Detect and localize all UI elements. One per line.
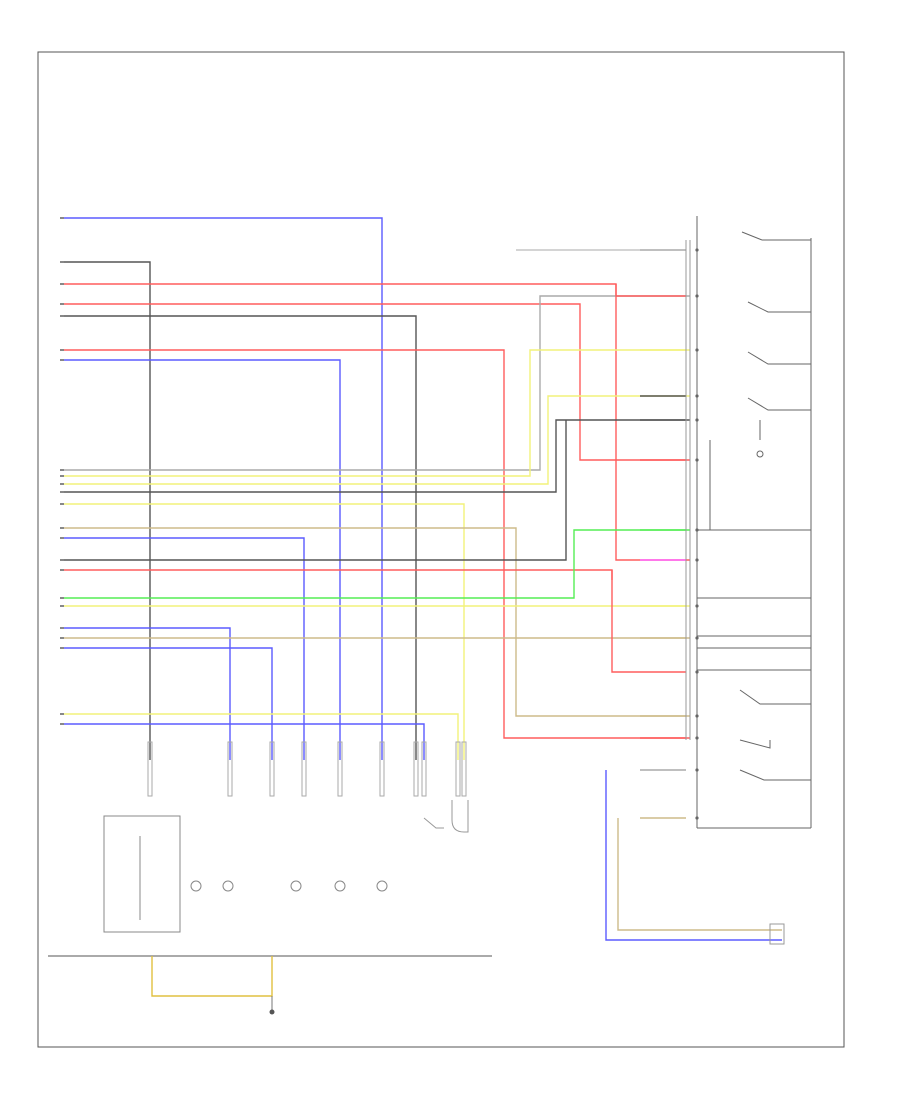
- lamp-2: [222, 880, 234, 892]
- left-wire-23: [62, 723, 425, 760]
- left-wire-5: [62, 315, 417, 760]
- lamp-5: [376, 880, 388, 892]
- left-pin-2: [60, 261, 64, 263]
- switch-contact-2: [747, 301, 811, 313]
- left-pin-13: [60, 527, 64, 529]
- lamp-1: [190, 880, 202, 892]
- left-wire-14: [62, 537, 305, 760]
- left-wire-4: [62, 303, 690, 461]
- left-wire-1: [62, 217, 383, 760]
- left-wire-3: [62, 283, 690, 561]
- left-pin-18: [60, 605, 64, 607]
- left-pin-10: [60, 483, 64, 485]
- left-pin-20: [60, 637, 64, 639]
- left-wire-7: [62, 359, 341, 760]
- relay-box: [103, 815, 181, 933]
- left-wire-16: [62, 569, 613, 580]
- left-pin-16: [60, 569, 64, 571]
- ground-jumper: [151, 956, 273, 997]
- connector-plug-5: [337, 741, 343, 797]
- left-wire-6: [62, 349, 690, 739]
- left-wire-10: [62, 395, 690, 485]
- left-wire-8: [62, 295, 690, 471]
- left-wire-12: [62, 503, 465, 760]
- left-pin-15: [60, 559, 64, 561]
- bottom-right-connector: [605, 770, 785, 945]
- headlight-shape: [451, 800, 469, 833]
- red-jumper-b: [611, 570, 640, 673]
- switch-contact-6: [739, 739, 771, 749]
- left-pin-17: [60, 597, 64, 599]
- left-pin-11: [60, 491, 64, 493]
- left-pin-4: [60, 303, 64, 305]
- bottom-connector-body: [769, 923, 785, 945]
- left-pin-23: [60, 723, 64, 725]
- bottom-blue-wire: [605, 770, 782, 941]
- left-pin-19: [60, 627, 64, 629]
- switch-contact-5: [739, 689, 811, 705]
- connector-plug-4: [301, 741, 307, 797]
- connector-plug-6: [379, 741, 385, 797]
- left-wire-21: [62, 647, 273, 760]
- ground-junction: [48, 955, 492, 1015]
- left-wire-22: [62, 713, 459, 760]
- red-jumper-a: [615, 284, 640, 297]
- wire-group: [60, 217, 699, 820]
- left-component-group: [103, 815, 388, 933]
- left-pin-22: [60, 713, 64, 715]
- connector-plug-2: [227, 741, 233, 797]
- light-switch-unit: [696, 216, 812, 829]
- bottom-tan-wire: [617, 818, 782, 931]
- connector-plug-8: [421, 741, 427, 797]
- switch-contact-1: [741, 231, 811, 241]
- connector-plug-9: [455, 741, 461, 797]
- left-wire-15: [62, 420, 567, 561]
- vertical-fuse-block: [685, 240, 691, 740]
- switch-pivot: [756, 450, 764, 458]
- right-headlight: [423, 800, 469, 833]
- left-wire-2: [62, 261, 151, 760]
- diagram-frame: [37, 51, 845, 1048]
- connector-plug-10: [461, 741, 467, 797]
- left-pin-8: [60, 469, 64, 471]
- left-pin-21: [60, 647, 64, 649]
- connector-plug-7: [413, 741, 419, 797]
- lamp-3: [290, 880, 302, 892]
- switch-contact-7: [739, 769, 811, 781]
- left-pin-9: [60, 475, 64, 477]
- left-pin-7: [60, 359, 64, 361]
- switch-contact-4: [747, 397, 811, 411]
- left-pin-6: [60, 349, 64, 351]
- left-pin-1: [60, 217, 64, 219]
- left-wire-9: [62, 349, 690, 477]
- switch-contact-3: [747, 351, 811, 365]
- left-wire-19: [62, 627, 231, 760]
- connector-plug-3: [269, 741, 275, 797]
- left-pin-5: [60, 315, 64, 317]
- left-pin-14: [60, 537, 64, 539]
- ground-point: [269, 1009, 275, 1015]
- connector-plug-1: [147, 741, 153, 797]
- headlight-switch: [423, 817, 444, 829]
- left-wire-13: [62, 527, 690, 717]
- left-pin-3: [60, 283, 64, 285]
- lamp-4: [334, 880, 346, 892]
- left-pin-12: [60, 503, 64, 505]
- left-wire-17: [62, 529, 690, 599]
- left-wire-11: [62, 419, 690, 493]
